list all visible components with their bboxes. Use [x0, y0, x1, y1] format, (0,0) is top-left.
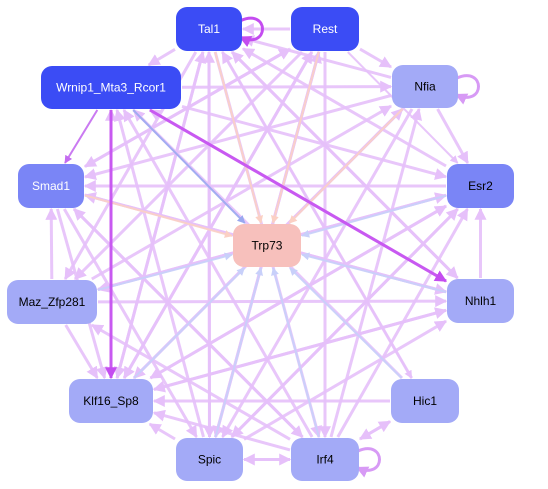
- edge-rest-to-trp73: [270, 51, 320, 224]
- node-label: Trp73: [252, 239, 283, 253]
- edge-irf4-to-wrnip1_mta3_rcor1: [122, 108, 314, 438]
- node-trp73[interactable]: Trp73: [233, 224, 301, 267]
- node-box: [391, 379, 459, 423]
- self-loop-irf4: [355, 447, 381, 478]
- node-label: Klf16_Sp8: [83, 394, 139, 408]
- node-nfia[interactable]: Nfia: [392, 65, 458, 108]
- node-hic1[interactable]: Hic1: [391, 379, 459, 423]
- node-box: [41, 66, 181, 109]
- edge-maz_zfp281-to-smad1: [45, 207, 58, 280]
- edge-maz_zfp281-to-nhlh1: [97, 295, 448, 308]
- edges-layer: [45, 23, 487, 466]
- edge-spic-to-klf16_sp8: [148, 422, 176, 441]
- node-box: [291, 438, 359, 481]
- node-box: [176, 7, 242, 51]
- edge-irf4-to-hic1: [359, 420, 392, 441]
- node-irf4[interactable]: Irf4: [291, 438, 359, 481]
- node-label: Rest: [313, 22, 338, 36]
- node-box: [176, 438, 243, 481]
- self-loops-layer: [238, 16, 480, 478]
- node-box: [7, 280, 97, 324]
- node-klf16_sp8[interactable]: Klf16_Sp8: [69, 379, 153, 423]
- edge-nfia-to-esr2: [436, 108, 470, 165]
- node-label: Nhlh1: [465, 294, 497, 308]
- edge-wrnip1_mta3_rcor1-to-trp73: [132, 109, 246, 224]
- edge-nfia-to-spic: [221, 108, 414, 439]
- node-esr2[interactable]: Esr2: [447, 164, 514, 208]
- node-label: Smad1: [32, 179, 70, 193]
- node-label: Maz_Zfp281: [19, 295, 86, 309]
- edge-klf16_sp8-to-tal1: [115, 50, 206, 379]
- edge-wrnip1_mta3_rcor1-to-smad1: [64, 109, 99, 164]
- edge-hic1-to-trp73: [289, 267, 403, 379]
- edge-tal1-to-trp73: [214, 51, 264, 224]
- node-label: Hic1: [413, 394, 437, 408]
- edge-maz_zfp281-to-nfia: [91, 104, 393, 281]
- edge-klf16_sp8-to-rest: [122, 50, 314, 379]
- node-box: [447, 164, 514, 208]
- node-label: Esr2: [468, 179, 493, 193]
- edge-klf16_sp8-to-esr2: [149, 204, 448, 380]
- node-box: [392, 65, 458, 108]
- node-label: Irf4: [316, 453, 334, 467]
- edge-spic-to-tal1: [203, 50, 216, 438]
- edge-irf4-to-klf16_sp8: [152, 409, 291, 452]
- edge-klf16_sp8-to-nhlh1: [153, 307, 448, 391]
- edge-esr2-to-tal1: [241, 47, 447, 168]
- edge-esr2-to-trp73: [301, 194, 447, 238]
- edge-maz_zfp281-to-trp73: [97, 252, 233, 291]
- self-loop-nfia: [454, 74, 480, 105]
- edge-klf16_sp8-to-trp73: [133, 267, 246, 379]
- edge-rest-to-nfia: [359, 47, 393, 69]
- edge-wrnip1_mta3_rcor1-to-nhlh1: [149, 108, 448, 283]
- node-box: [18, 164, 84, 208]
- node-box: [69, 379, 153, 423]
- edge-wrnip1_mta3_rcor1-to-nfia: [181, 80, 393, 93]
- node-nhlh1[interactable]: Nhlh1: [447, 279, 514, 323]
- node-label: Tal1: [198, 22, 220, 36]
- node-maz_zfp281[interactable]: Maz_Zfp281: [7, 280, 97, 324]
- node-label: Nfia: [414, 80, 436, 94]
- edge-irf4-to-trp73: [271, 267, 320, 438]
- node-wrnip1_mta3_rcor1[interactable]: Wrnip1_Mta3_Rcor1: [41, 66, 181, 109]
- node-box: [233, 224, 301, 267]
- edge-irf4-to-esr2: [336, 207, 469, 438]
- edge-spic-to-trp73: [214, 267, 263, 438]
- edge-nfia-to-trp73: [288, 108, 404, 224]
- node-label: Spic: [198, 453, 221, 467]
- edge-maz_zfp281-to-klf16_sp8: [64, 324, 99, 380]
- edge-tal1-to-wrnip1_mta3_rcor1: [147, 48, 176, 67]
- self-loop-tal1: [238, 16, 264, 47]
- node-rest[interactable]: Rest: [291, 7, 359, 51]
- node-tal1[interactable]: Tal1: [176, 7, 242, 51]
- node-box: [291, 7, 359, 51]
- node-box: [447, 279, 514, 323]
- edge-nhlh1-to-trp73: [301, 252, 447, 293]
- node-label: Wrnip1_Mta3_Rcor1: [56, 81, 166, 95]
- node-spic[interactable]: Spic: [176, 438, 243, 481]
- node-smad1[interactable]: Smad1: [18, 164, 84, 208]
- edge-wrnip1_mta3_rcor1-to-esr2: [181, 104, 448, 180]
- edge-hic1-to-tal1: [221, 50, 413, 379]
- edge-irf4-to-maz_zfp281: [90, 323, 291, 441]
